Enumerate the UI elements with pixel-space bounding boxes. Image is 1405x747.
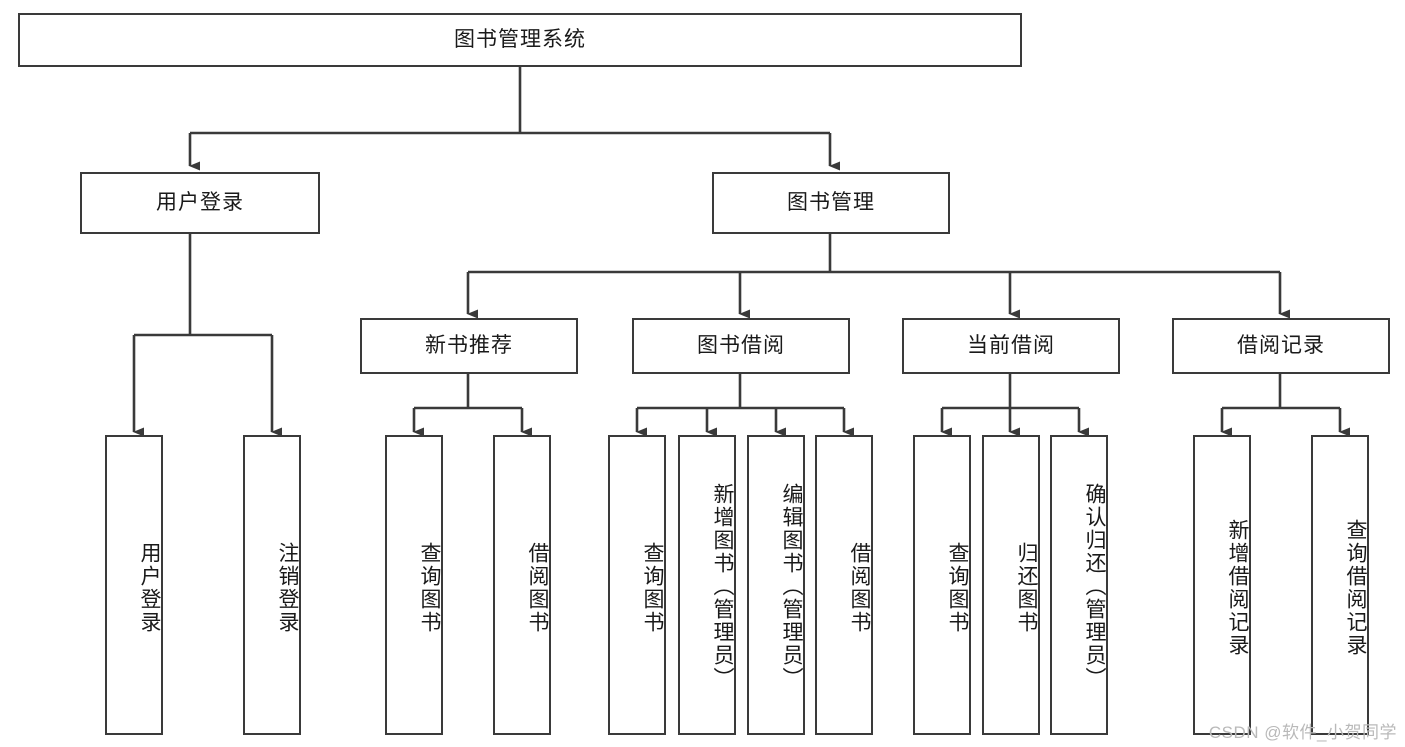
node-label: 新增图书（管理员）: [711, 482, 734, 690]
node-book-manage[interactable]: 图书管理: [712, 172, 950, 234]
node-label: 查询借阅记录: [1344, 519, 1367, 657]
leaf-borrow-book[interactable]: 借阅图书: [815, 435, 873, 735]
leaf-borrow-book-recommend[interactable]: 借阅图书: [493, 435, 551, 735]
node-label: 查询图书: [946, 542, 969, 634]
leaf-logout[interactable]: 注销登录: [243, 435, 301, 735]
node-label: 新书推荐: [425, 334, 513, 358]
csdn-watermark: CSDN @软件_小贺同学: [1208, 723, 1397, 742]
node-label: 用户登录: [138, 542, 161, 634]
leaf-query-book-borrow[interactable]: 查询图书: [608, 435, 666, 735]
node-label: 编辑图书（管理员）: [780, 482, 803, 690]
node-label: 查询图书: [641, 542, 664, 634]
node-label: 图书管理: [787, 191, 875, 215]
node-label: 借阅图书: [848, 542, 871, 634]
node-label: 注销登录: [276, 542, 299, 634]
node-label: 归还图书: [1015, 542, 1038, 634]
node-label: 用户登录: [156, 191, 244, 215]
leaf-edit-book-admin[interactable]: 编辑图书（管理员）: [747, 435, 805, 735]
node-label: 当前借阅: [967, 334, 1055, 358]
node-current-borrow[interactable]: 当前借阅: [902, 318, 1120, 374]
leaf-user-login[interactable]: 用户登录: [105, 435, 163, 735]
leaf-add-book-admin[interactable]: 新增图书（管理员）: [678, 435, 736, 735]
node-label: 确认归还（管理员）: [1083, 482, 1106, 690]
leaf-confirm-return-admin[interactable]: 确认归还（管理员）: [1050, 435, 1108, 735]
leaf-query-book-current[interactable]: 查询图书: [913, 435, 971, 735]
leaf-return-book[interactable]: 归还图书: [982, 435, 1040, 735]
leaf-query-borrow-record[interactable]: 查询借阅记录: [1311, 435, 1369, 735]
leaf-add-borrow-record[interactable]: 新增借阅记录: [1193, 435, 1251, 735]
node-new-book-recommend[interactable]: 新书推荐: [360, 318, 578, 374]
leaf-query-book-recommend[interactable]: 查询图书: [385, 435, 443, 735]
node-label: 新增借阅记录: [1226, 519, 1249, 657]
node-label: 图书借阅: [697, 334, 785, 358]
node-book-borrow[interactable]: 图书借阅: [632, 318, 850, 374]
node-label: 借阅记录: [1237, 334, 1325, 358]
node-borrow-record[interactable]: 借阅记录: [1172, 318, 1390, 374]
node-label: 借阅图书: [526, 542, 549, 634]
node-root-system[interactable]: 图书管理系统: [18, 13, 1022, 67]
node-label: 查询图书: [418, 542, 441, 634]
node-label: 图书管理系统: [454, 28, 586, 52]
node-user-login[interactable]: 用户登录: [80, 172, 320, 234]
